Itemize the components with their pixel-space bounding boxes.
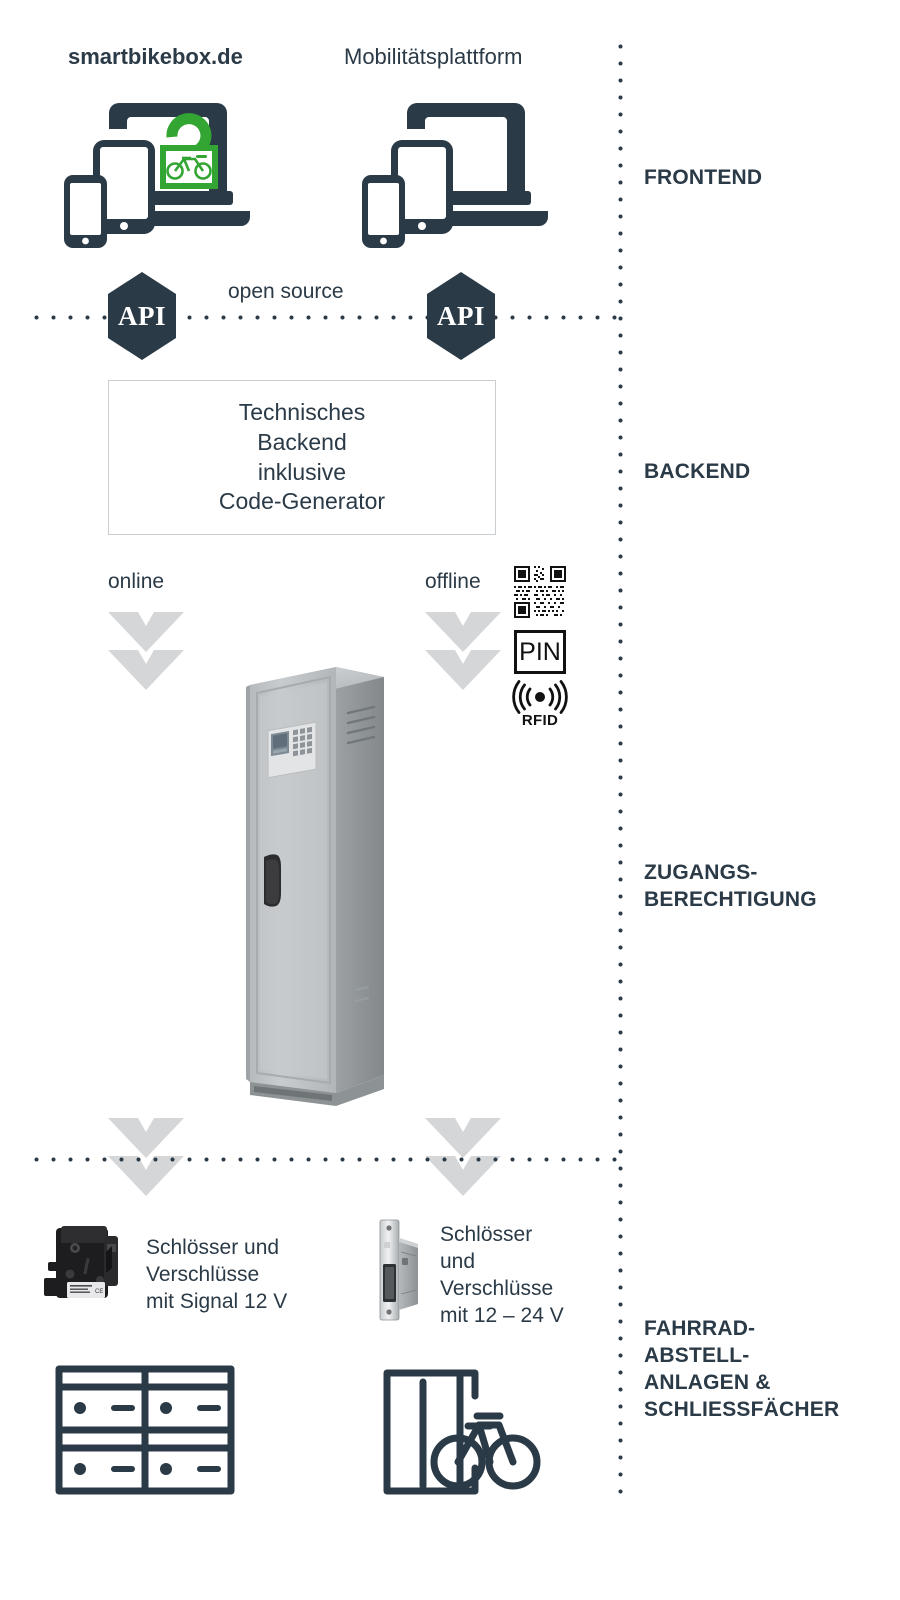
vertical-divider-dotted-line xyxy=(618,38,623,1500)
lock-label-12-24v: Schlösser und Verschlüsse mit 12 – 24 V xyxy=(440,1223,564,1327)
chevron-down-online-icon xyxy=(108,612,184,690)
stage-label-fahrradabstellanlagen: FAHRRAD- ABSTELL- ANLAGEN & SCHLIESSFÄCH… xyxy=(644,1317,840,1421)
stage-label-zugangsberechtigung: ZUGANGS- BERECHTIGUNG xyxy=(644,861,817,911)
backend-box: Technisches Backend inklusive Code-Gener… xyxy=(108,380,496,535)
bike-shelter-icon xyxy=(382,1368,542,1496)
lock-label-12v: Schlösser und Verschlüsse mit Signal 12 … xyxy=(146,1236,288,1313)
online-label: online xyxy=(108,570,165,593)
chevron-down-left-lower-icon xyxy=(108,1118,184,1196)
api-hexagon-left-label: API xyxy=(118,300,166,331)
rfid-label: RFID xyxy=(521,712,559,729)
column-title-smartbikebox: smartbikebox.de xyxy=(68,44,243,69)
chevron-down-offline-icon xyxy=(425,612,501,690)
devices-with-bike-lock-icon xyxy=(60,95,310,250)
api-hexagon-right[interactable]: API xyxy=(427,272,495,360)
api-row-dotted-line xyxy=(28,315,620,320)
offline-label: offline xyxy=(425,570,481,593)
svg-text:CE: CE xyxy=(95,1289,103,1295)
pin-box: PIN xyxy=(514,630,566,674)
open-source-label: open source xyxy=(228,280,344,303)
chevron-down-right-lower-icon xyxy=(425,1118,501,1196)
backend-box-text: Technisches Backend inklusive Code-Gener… xyxy=(218,398,386,515)
column-title-mobilitaetsplattform: Mobilitätsplattform xyxy=(344,44,523,69)
api-hexagon-left[interactable]: API xyxy=(108,272,176,360)
stage-label-backend: BACKEND xyxy=(644,460,751,483)
pin-label: PIN xyxy=(519,637,561,666)
mortise-lock-silver-icon xyxy=(378,1218,434,1322)
locker-bank-icon xyxy=(55,1365,235,1495)
bike-box-cabinet-image xyxy=(232,645,412,1106)
api-hexagon-right-label: API xyxy=(437,300,485,331)
stage-label-frontend: FRONTEND xyxy=(644,166,763,189)
electric-lock-black-icon: CE xyxy=(44,1222,136,1304)
rfid-wave-icon xyxy=(510,680,570,714)
devices-icon xyxy=(358,95,568,250)
facilities-row-dotted-line xyxy=(28,1157,620,1162)
qr-code-icon xyxy=(514,566,566,618)
